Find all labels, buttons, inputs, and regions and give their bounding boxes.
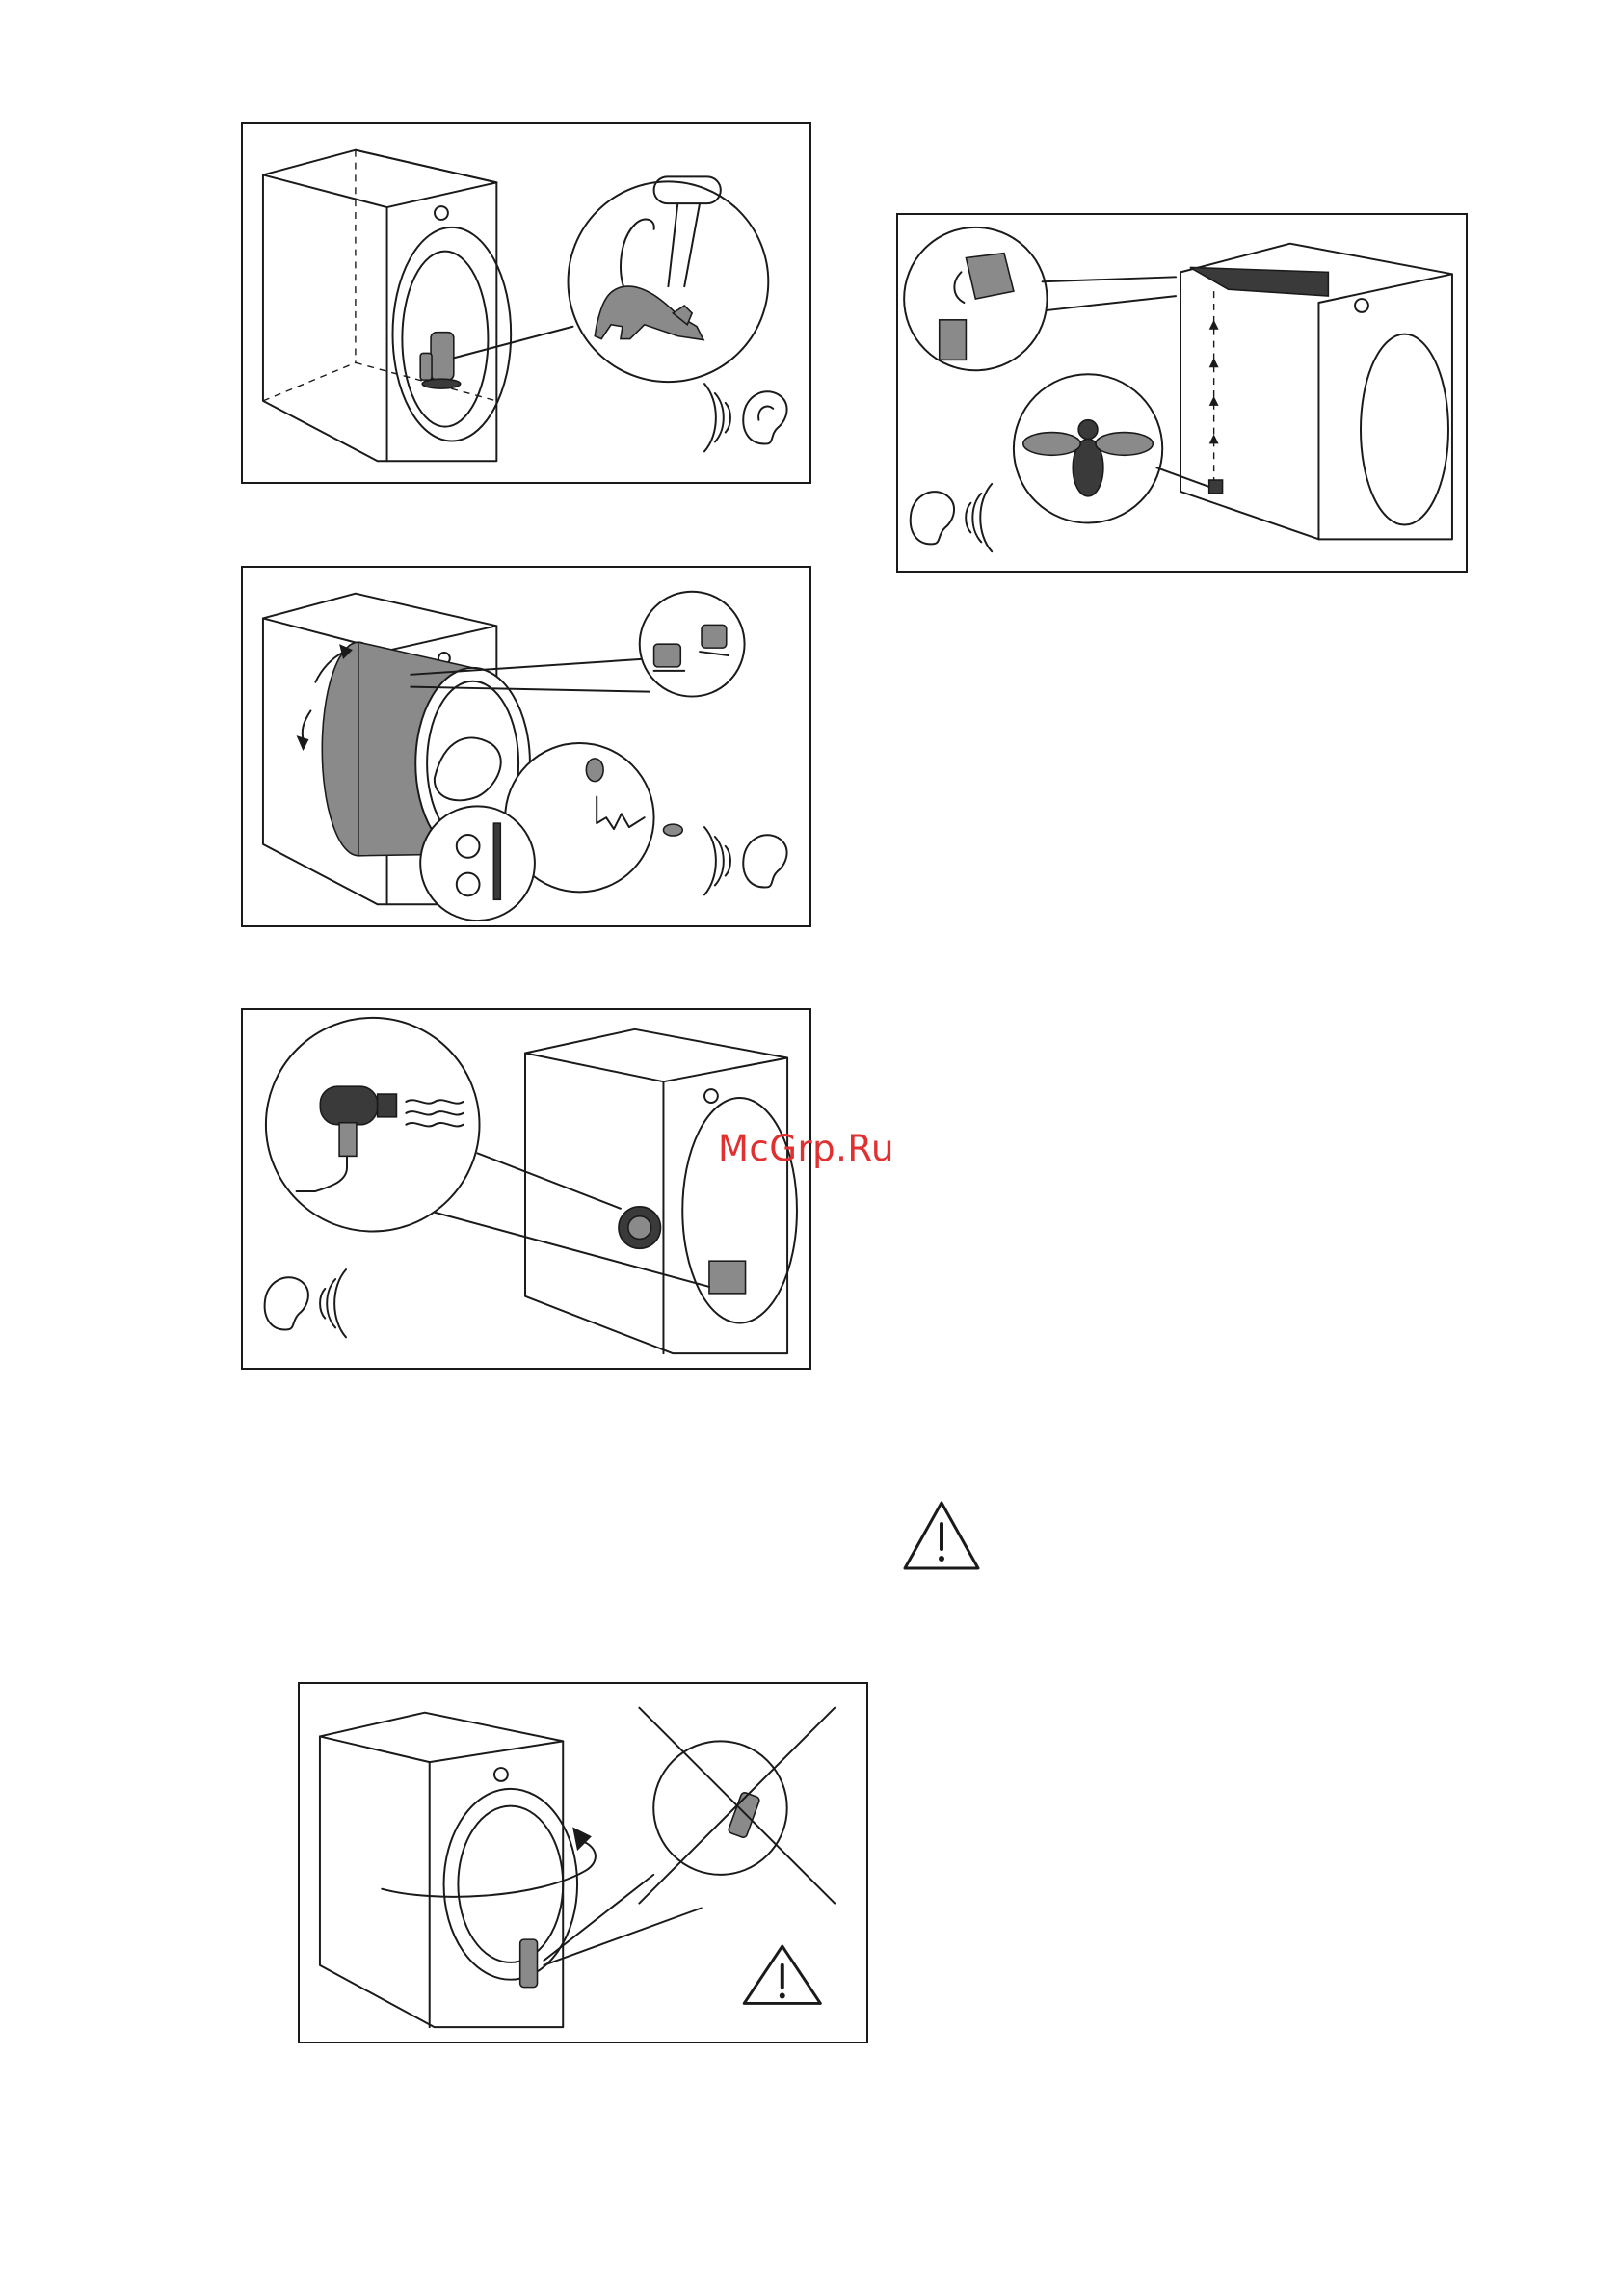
figure-water-pump-noise <box>896 213 1468 573</box>
sound-waves-icon <box>320 1269 346 1337</box>
dryer-icon <box>320 1713 577 2027</box>
figure-compressor-noise <box>241 122 811 484</box>
warning-icon <box>901 1499 982 1572</box>
sound-waves-icon <box>704 384 730 451</box>
fan-illustration <box>243 1010 809 1368</box>
figure-drum-noise <box>241 566 811 927</box>
figure-door-handle-warning <box>298 1682 868 2043</box>
watermark: McGrp.Ru <box>718 1128 894 1169</box>
ear-icon <box>743 391 786 443</box>
water-container-icon <box>1190 267 1328 296</box>
zipper-icon <box>493 823 500 899</box>
figure-fan-noise <box>241 1008 811 1370</box>
drum-illustration <box>243 568 809 925</box>
dryer-icon <box>263 150 511 462</box>
compressor-illustration <box>243 124 809 482</box>
dryer-icon <box>525 1029 797 1353</box>
ear-icon <box>911 492 954 544</box>
sound-waves-icon <box>704 827 730 894</box>
warning-icon <box>744 1946 820 2003</box>
glass-icon <box>940 320 967 360</box>
pump-illustration <box>898 215 1466 571</box>
ear-icon <box>743 835 786 887</box>
sound-waves-icon <box>966 484 992 551</box>
buttons-bubble <box>420 806 535 921</box>
door-illustration <box>300 1684 866 2042</box>
compressor-icon <box>420 333 461 388</box>
ear-icon <box>265 1277 308 1329</box>
